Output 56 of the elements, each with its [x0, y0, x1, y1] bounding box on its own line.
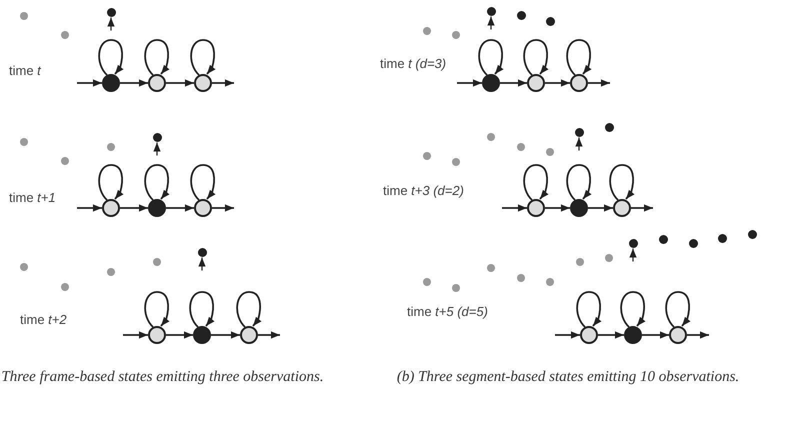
transition-arrow	[211, 331, 240, 339]
self-loop-arrow	[236, 291, 262, 328]
transition-arrow	[166, 79, 194, 87]
transition-arrow	[545, 204, 570, 212]
transition-arrow	[166, 204, 194, 212]
transition-arrow	[212, 204, 234, 212]
transition-arrow	[120, 79, 148, 87]
transition-arrow	[258, 331, 280, 339]
transition-arrow	[212, 79, 234, 87]
self-loop-arrow	[523, 164, 549, 201]
self-loop-arrow	[144, 39, 170, 76]
transition-arrow	[588, 79, 610, 87]
transition-arrow	[166, 331, 193, 339]
transition-arrow	[77, 204, 102, 212]
time-label: time t+2	[20, 311, 67, 329]
transition-arrow	[123, 331, 148, 339]
transition-arrow	[120, 204, 148, 212]
self-loop-arrow	[566, 39, 592, 76]
self-loop-arrow	[620, 291, 646, 328]
transition-arrow	[457, 79, 482, 87]
self-loop-arrow	[523, 39, 549, 76]
time-label: time t (d=3)	[380, 55, 446, 73]
figure-caption: (b) Three segment-based states emitting 10 observations.	[396, 368, 740, 387]
transition-arrow	[555, 331, 580, 339]
emission-arrow	[629, 248, 637, 262]
time-label: time t+5 (d=5)	[407, 303, 488, 321]
self-loop-arrow	[665, 291, 691, 328]
emission-arrow	[575, 138, 583, 150]
self-loop-arrow	[144, 164, 170, 201]
transition-arrow	[598, 331, 624, 339]
self-loop-arrow	[190, 164, 216, 201]
transition-arrow	[687, 331, 709, 339]
self-loop-arrow	[576, 291, 602, 328]
transition-arrow	[642, 331, 669, 339]
emission-arrow	[198, 258, 206, 270]
transition-arrow	[631, 204, 653, 212]
time-label: time t+3 (d=2)	[383, 182, 464, 200]
self-loop-arrow	[190, 39, 216, 76]
time-label: time t+1	[9, 189, 56, 207]
transition-arrow	[500, 79, 527, 87]
self-loop-arrow	[144, 291, 170, 328]
self-loop-arrow	[478, 39, 504, 76]
transition-arrow	[545, 79, 570, 87]
time-label: time t	[9, 62, 41, 80]
emission-arrow	[107, 18, 115, 30]
transition-arrow	[588, 204, 613, 212]
self-loop-arrow	[566, 164, 592, 201]
emission-arrow	[153, 142, 161, 156]
transition-arrow	[502, 204, 527, 212]
emission-arrow	[487, 16, 495, 30]
self-loop-arrow	[609, 164, 635, 201]
self-loop-arrow	[189, 291, 215, 328]
transition-arrow	[77, 79, 102, 87]
figure-caption: Three frame-based states emitting three observations.	[0, 368, 325, 387]
self-loop-arrow	[98, 164, 124, 201]
self-loop-arrow	[98, 39, 124, 76]
